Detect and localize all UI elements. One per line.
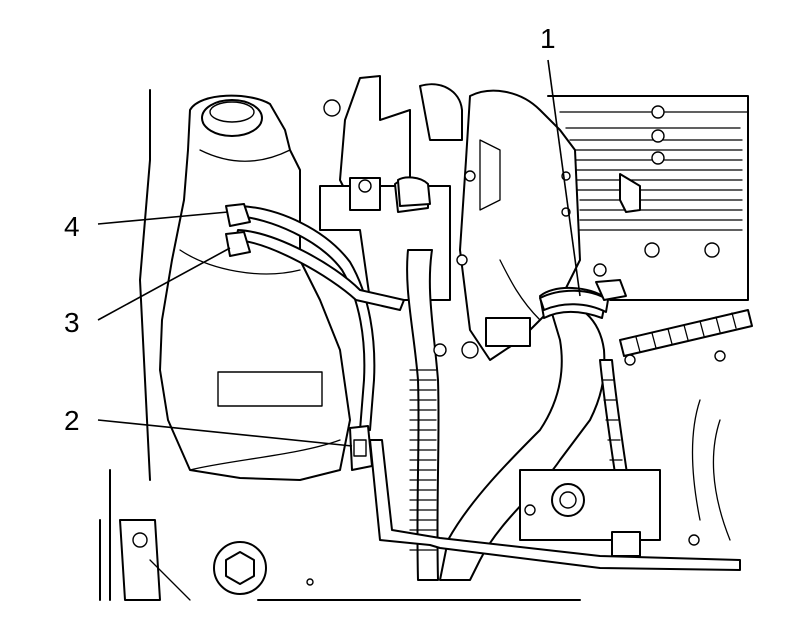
wiring-conduit-center bbox=[397, 176, 440, 581]
callout-4: 4 bbox=[64, 211, 80, 242]
callout-1: 1 bbox=[540, 23, 556, 54]
connector-4 bbox=[225, 203, 251, 227]
connector-2 bbox=[349, 425, 373, 471]
leader-line-2 bbox=[97, 419, 353, 447]
callout-2: 2 bbox=[64, 405, 80, 436]
coolant-reservoir bbox=[159, 94, 351, 481]
callouts: 1 4 3 2 bbox=[64, 23, 556, 436]
reservoir-hoses bbox=[235, 205, 741, 571]
lower-components bbox=[519, 469, 700, 557]
fender-lines bbox=[99, 89, 581, 601]
hose-clamp bbox=[539, 279, 627, 313]
valve-cover bbox=[547, 95, 749, 301]
leader-lines bbox=[97, 59, 581, 447]
leader-line-3 bbox=[97, 247, 231, 321]
leader-line-4 bbox=[97, 211, 229, 225]
leader-line-1 bbox=[547, 59, 581, 297]
callout-3: 3 bbox=[64, 307, 80, 338]
